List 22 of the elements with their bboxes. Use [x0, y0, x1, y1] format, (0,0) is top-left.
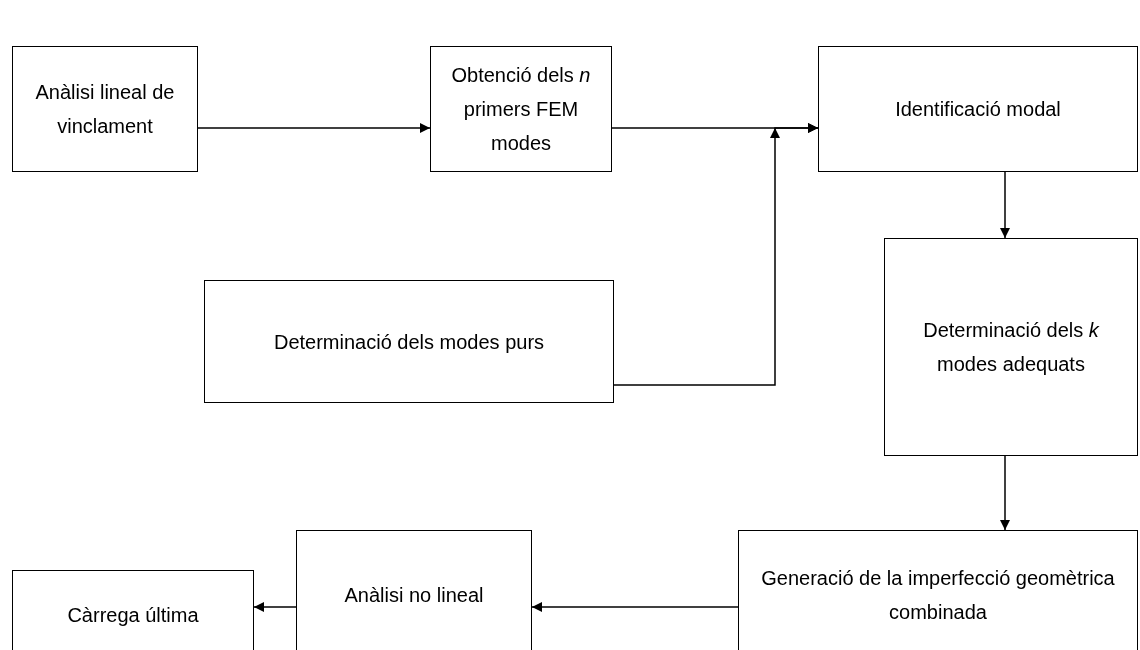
process-box	[12, 570, 254, 650]
arrow	[613, 123, 819, 386]
process-box	[204, 280, 614, 403]
process-box	[430, 46, 612, 172]
arrow	[197, 123, 431, 133]
process-box	[296, 530, 532, 650]
process-box	[738, 530, 1138, 650]
box-label: Anàlisi lineal de vinclament	[34, 80, 176, 139]
box-label: Càrrega última	[67, 603, 199, 628]
arrow	[1000, 171, 1010, 239]
arrow	[253, 602, 297, 612]
process-box	[12, 46, 198, 172]
arrow	[531, 602, 739, 612]
process-box	[818, 46, 1138, 172]
box-label: Determinació dels modes purs	[273, 329, 545, 355]
box-label: Anàlisi no lineal	[344, 583, 484, 608]
box-label: Determinació dels k modes adequats	[922, 318, 1101, 377]
arrow	[1000, 455, 1010, 531]
box-label: Generació de la imperfecció geomètrica combinada	[760, 566, 1116, 625]
process-box	[884, 238, 1138, 456]
box-label: Obtenció dels n primers FEM modes	[450, 63, 592, 156]
box-label: Identificació modal	[895, 97, 1061, 122]
